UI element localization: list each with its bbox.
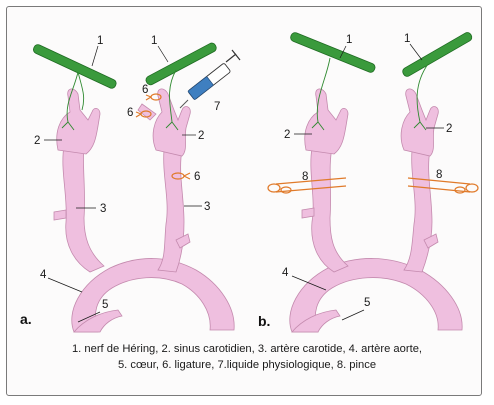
- label-4-b: 4: [282, 267, 289, 279]
- caption-line-1: 1. nerf de Héring, 2. sinus carotidien, …: [72, 343, 422, 355]
- label-1-left-a: 1: [97, 35, 103, 47]
- label-8-right-b: 8: [436, 169, 442, 181]
- left-carotid-b: [311, 148, 348, 272]
- caption-line-2: 5. cœur, 6. ligature, 7.liquide physiolo…: [118, 359, 376, 371]
- panel-b: 1 1 2 2 8 8 4 5 b.: [258, 31, 478, 332]
- label-6-side-a: 6: [127, 107, 133, 119]
- label-5-a: 5: [102, 299, 108, 311]
- label-3-right-a: 3: [204, 201, 210, 213]
- left-branch-a: [54, 210, 66, 220]
- label-7-a: 7: [214, 101, 220, 113]
- panel-a: 1 1 2 2 3 3 4 5 6 6 6 7 a.: [20, 35, 240, 332]
- label-6-top-a: 6: [142, 84, 148, 96]
- nerve-bar-left-b: [289, 31, 376, 73]
- label-2-left-b: 2: [284, 129, 290, 141]
- left-branch-b: [302, 208, 314, 218]
- right-carotid-b: [404, 150, 432, 272]
- label-1-right-b: 1: [404, 33, 410, 45]
- right-top-branch-a: [138, 104, 156, 120]
- panel-letter-a: a.: [20, 311, 32, 327]
- label-2-right-a: 2: [198, 130, 204, 142]
- label-3-left-a: 3: [100, 203, 106, 215]
- label-1-right-a: 1: [151, 35, 157, 47]
- left-sinus-b: [305, 89, 348, 154]
- label-2-right-b: 2: [446, 123, 452, 135]
- label-5-b: 5: [364, 297, 370, 309]
- left-carotid-a: [63, 146, 104, 272]
- label-8-left-b: 8: [302, 171, 308, 183]
- right-carotid-a: [158, 150, 184, 272]
- left-sinus-a: [57, 89, 100, 154]
- label-1-left-b: 1: [346, 34, 352, 46]
- label-4-a: 4: [40, 269, 47, 281]
- label-6-mid-a: 6: [194, 171, 200, 183]
- nerve-bar-right-b: [401, 31, 473, 78]
- label-2-left-a: 2: [34, 135, 40, 147]
- panel-letter-b: b.: [258, 313, 270, 329]
